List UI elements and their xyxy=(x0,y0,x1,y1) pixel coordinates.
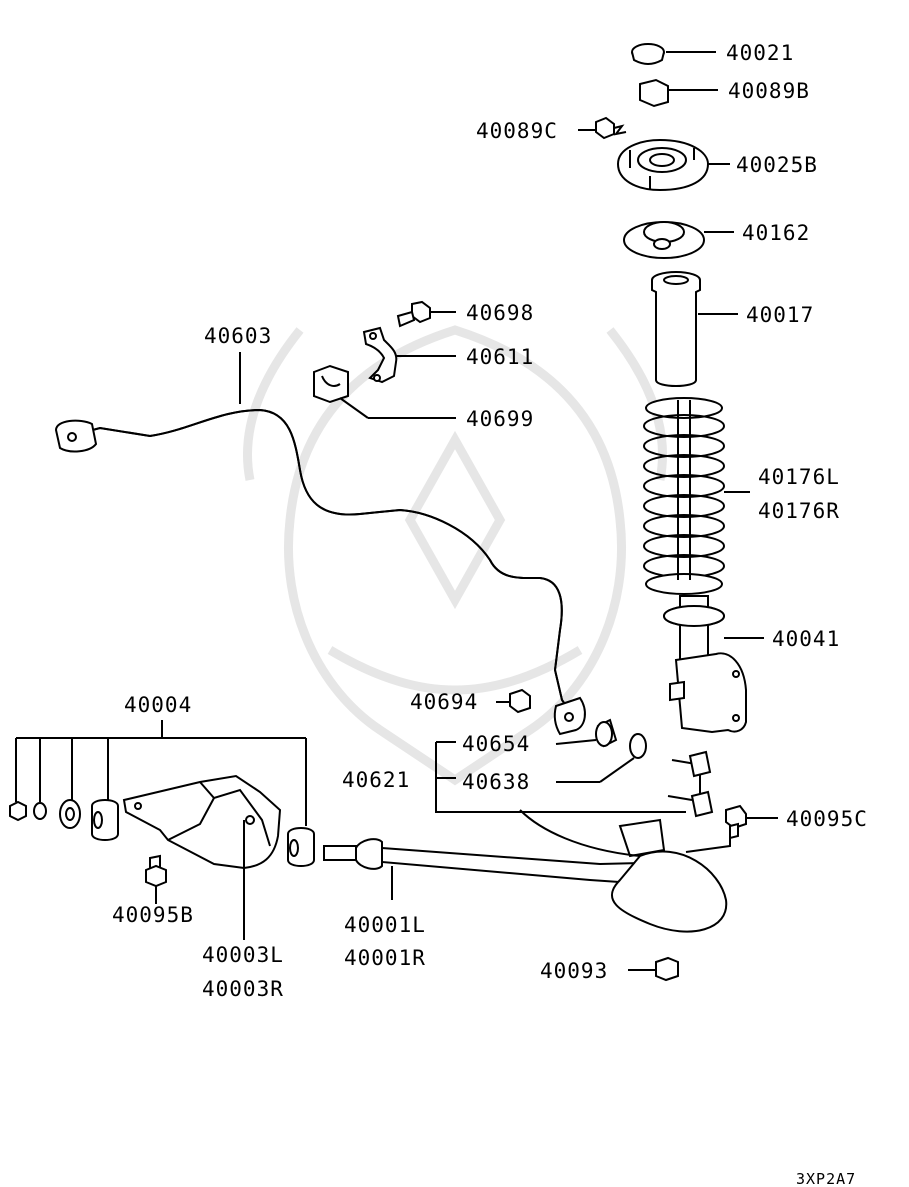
part-40003-bracket xyxy=(122,774,282,940)
label-40176R: 40176R xyxy=(758,499,840,523)
label-40004: 40004 xyxy=(124,693,192,717)
part-40162-seat xyxy=(623,221,734,259)
part-40638-ring xyxy=(556,733,647,783)
part-40621-link xyxy=(435,741,714,818)
part-40041-strut xyxy=(663,595,764,734)
label-40654: 40654 xyxy=(462,732,530,756)
label-40621: 40621 xyxy=(342,768,410,792)
label-40694: 40694 xyxy=(410,690,478,714)
label-40611: 40611 xyxy=(466,345,534,369)
part-40089B-nut xyxy=(639,78,718,108)
label-40089B: 40089B xyxy=(728,79,810,103)
label-40095B: 40095B xyxy=(112,903,194,927)
label-40021: 40021 xyxy=(726,41,794,65)
part-40021-cap xyxy=(631,43,716,65)
part-40699-bushing xyxy=(313,364,456,419)
label-40001L: 40001L xyxy=(344,913,426,937)
part-40654-bushing xyxy=(555,718,618,748)
label-40025B: 40025B xyxy=(736,153,818,177)
part-40089C-nut xyxy=(578,116,627,140)
label-40698: 40698 xyxy=(466,301,534,325)
label-40603: 40603 xyxy=(204,324,272,348)
label-40017: 40017 xyxy=(746,303,814,327)
label-40176L: 40176L xyxy=(758,465,840,489)
part-40694-nut xyxy=(496,688,531,714)
label-40001R: 40001R xyxy=(344,946,426,970)
label-40089C: 40089C xyxy=(476,119,558,143)
part-40001-lower-arm xyxy=(323,809,731,933)
label-40003R: 40003R xyxy=(202,977,284,1001)
watermark-emblem xyxy=(242,325,668,786)
part-40093-nut xyxy=(628,956,679,982)
part-40004-bushing-kit xyxy=(9,720,315,867)
part-40095C-bolt xyxy=(725,804,778,840)
diagram-code: 3XP2A7 xyxy=(796,1170,856,1187)
part-40017-dust-boot xyxy=(651,271,738,387)
label-40095C: 40095C xyxy=(786,807,868,831)
label-40638: 40638 xyxy=(462,770,530,794)
label-40093: 40093 xyxy=(540,959,608,983)
part-40611-bracket xyxy=(362,326,456,384)
label-40162: 40162 xyxy=(742,221,810,245)
part-40603-stabilizer-bar xyxy=(54,352,586,736)
part-40025B-strut-mount xyxy=(616,138,730,192)
part-40176-coil-spring xyxy=(643,397,750,595)
part-40698-bolt xyxy=(396,300,456,328)
label-40699: 40699 xyxy=(466,407,534,431)
label-40003L: 40003L xyxy=(202,943,284,967)
label-40041: 40041 xyxy=(772,627,840,651)
part-40095B-bolt xyxy=(145,854,167,904)
